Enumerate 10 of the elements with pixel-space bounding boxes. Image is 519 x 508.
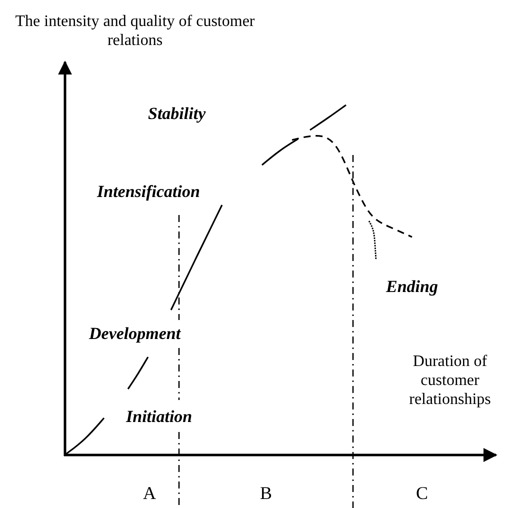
phase-label: Stability [148,104,206,124]
phase-label: Development [89,324,181,344]
period-label: C [416,483,428,505]
axis-title: The intensity and quality of customer relations [14,12,256,50]
phase-label: Initiation [126,407,192,428]
period-label: A [143,483,156,505]
phase-label: Intensification [97,182,200,202]
axis-title: Duration of customer relationships [408,352,492,410]
period-label: B [260,483,272,505]
phase-label: Ending [386,277,438,298]
